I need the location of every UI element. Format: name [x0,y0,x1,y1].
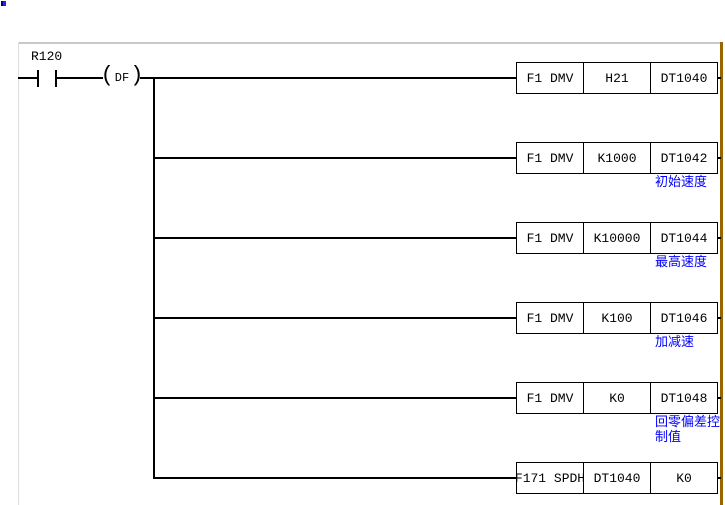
operand-cell[interactable]: K1000 [583,142,651,174]
right-power-rail [720,42,723,505]
wire-segment [718,157,721,159]
selection-mark-icon [1,1,6,6]
wire-segment [140,77,516,79]
instruction-block: F1 DMV K100 DT1046 [516,302,718,334]
left-bus-line [18,42,19,505]
instruction-block: F1 DMV K0 DT1048 [516,382,718,414]
wire-segment [154,477,516,479]
wire-segment [57,77,104,79]
operand-cell[interactable]: DT1048 [650,382,718,414]
operand-cell[interactable]: DT1046 [650,302,718,334]
df-instruction[interactable]: ( DF ) [100,62,144,93]
rung-separator-line [18,42,722,44]
wire-segment [154,237,516,239]
operand-cell[interactable]: H21 [583,62,651,94]
instruction-block: F1 DMV K10000 DT1044 [516,222,718,254]
operand-cell[interactable]: K0 [650,462,718,494]
open-paren: ( [100,62,114,88]
instruction-cell[interactable]: F1 DMV [516,382,584,414]
df-label: DF [114,70,130,85]
branch-rail [153,77,155,479]
operand-cell[interactable]: DT1042 [650,142,718,174]
operand-cell[interactable]: DT1040 [650,62,718,94]
wire-segment [154,397,516,399]
wire-segment [154,317,516,319]
operand-cell[interactable]: K0 [583,382,651,414]
operand-comment: 初始速度 [655,175,708,190]
wire-segment [18,77,37,79]
instruction-cell[interactable]: F171 SPDH [515,462,585,494]
contact-symbol[interactable] [37,70,39,87]
instruction-cell[interactable]: F1 DMV [516,302,584,334]
operand-cell[interactable]: DT1044 [650,222,718,254]
contact-symbol[interactable] [55,70,57,87]
operand-comment: 最高速度 [655,255,708,270]
instruction-cell[interactable]: F1 DMV [516,142,584,174]
operand-cell[interactable]: K10000 [583,222,651,254]
instruction-block: F1 DMV K1000 DT1042 [516,142,718,174]
instruction-cell[interactable]: F1 DMV [516,62,584,94]
operand-cell[interactable]: K100 [583,302,651,334]
wire-segment [718,237,721,239]
close-paren: ) [130,62,144,88]
wire-segment [718,77,721,79]
wire-segment [718,397,721,399]
operand-cell[interactable]: DT1040 [583,462,651,494]
wire-segment [718,317,721,319]
operand-comment: 回零偏差控制值 [655,415,721,445]
instruction-cell[interactable]: F1 DMV [516,222,584,254]
contact-label: R120 [31,49,63,64]
operand-comment: 加减速 [655,335,695,350]
wire-segment [154,157,516,159]
instruction-block: F171 SPDH DT1040 K0 [515,462,718,494]
wire-segment [718,477,721,479]
instruction-block: F1 DMV H21 DT1040 [516,62,718,94]
